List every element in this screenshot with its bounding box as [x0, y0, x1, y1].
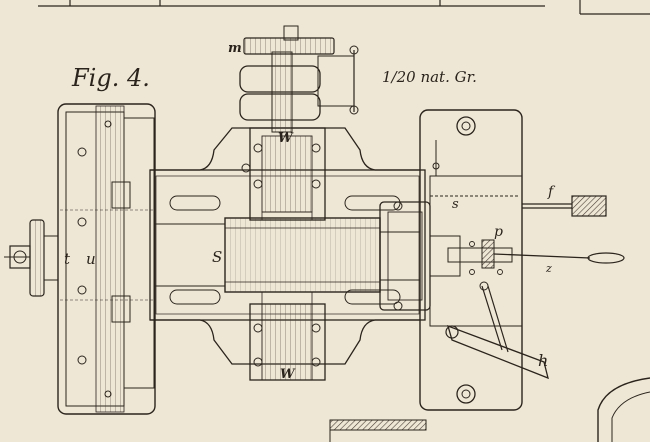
label-S: S — [212, 248, 222, 266]
label-W-bottom: W — [280, 367, 296, 382]
main-shaft — [155, 223, 420, 287]
top-border-lines — [38, 0, 650, 15]
slide-block-s — [379, 195, 520, 311]
lower-right-fragment — [597, 377, 650, 442]
label-m: m — [228, 41, 242, 56]
label-p: p — [494, 224, 503, 240]
upper-bearing-W — [241, 127, 326, 221]
label-u: u — [86, 250, 96, 268]
bottom-hatched-bar — [329, 419, 427, 442]
label-s: s — [452, 197, 459, 212]
upper-pulley-stack — [239, 25, 359, 133]
drum-S — [224, 217, 381, 293]
label-W-top: W — [278, 131, 294, 146]
lever-p — [447, 239, 625, 275]
label-t: t — [64, 250, 71, 268]
left-shaft-gear — [4, 219, 59, 297]
left-pulley-assembly — [57, 103, 156, 415]
figure-title: Fig. 4. — [71, 64, 150, 92]
lower-bearing-W — [249, 291, 326, 381]
scale-note: 1/20 nat. Gr. — [382, 68, 477, 86]
label-f: f — [547, 184, 556, 200]
label-z: z — [545, 262, 552, 275]
label-h: h — [538, 351, 548, 370]
handle-lever-h — [445, 281, 549, 380]
frame-slots — [169, 195, 401, 305]
rod-f — [522, 195, 607, 217]
